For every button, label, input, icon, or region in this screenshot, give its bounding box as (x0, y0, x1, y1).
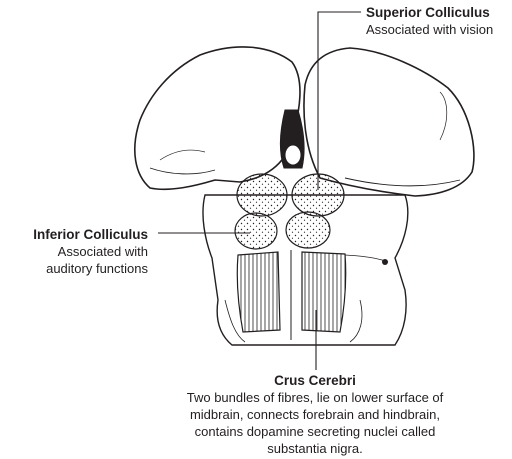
crus-cerebri-desc-4: substantia nigra. (267, 441, 363, 456)
inferior-colliculus-title: Inferior Colliculus (33, 227, 148, 242)
right-crus-cerebri (301, 251, 347, 333)
crus-cerebri-desc-3: contains dopamine secreting nuclei calle… (194, 424, 436, 439)
inferior-colliculus-desc-2: auditory functions (46, 261, 148, 276)
inferior-colliculus-label: Inferior Colliculus Associated with audi… (33, 226, 148, 277)
crus-cerebri-desc-2: midbrain, connects forebrain and hindbra… (189, 407, 441, 422)
superior-colliculus-label: Superior Colliculus Associated with visi… (366, 4, 493, 38)
crus-cerebri-label: Crus Cerebri Two bundles of fibres, lie … (160, 372, 470, 457)
left-thalamus (134, 46, 301, 191)
right-inferior-colliculus (285, 211, 331, 249)
left-superior-colliculus (236, 173, 288, 217)
right-thalamus (303, 47, 475, 197)
superior-colliculus-title: Superior Colliculus (366, 5, 490, 20)
superior-colliculus-desc: Associated with vision (366, 22, 494, 37)
left-inferior-colliculus (234, 212, 278, 250)
crus-cerebri-desc-1: Two bundles of fibres, lie on lower surf… (186, 390, 444, 405)
left-crus-cerebri (236, 251, 281, 333)
crus-cerebri-title: Crus Cerebri (274, 373, 356, 388)
inferior-colliculus-desc-1: Associated with (57, 244, 148, 259)
superior-leader-line (317, 11, 361, 190)
